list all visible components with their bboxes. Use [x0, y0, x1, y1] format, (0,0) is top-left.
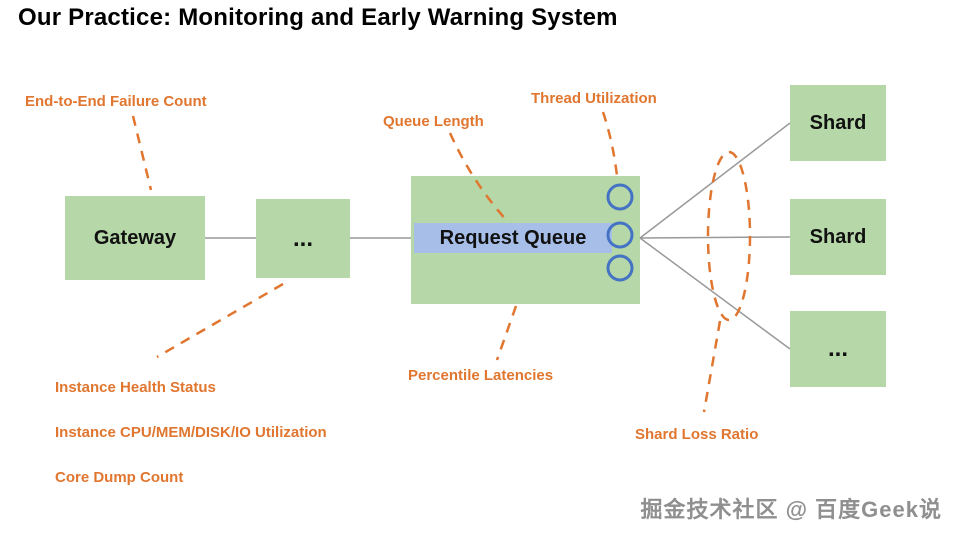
node-shard-bottom-label: ...	[827, 335, 848, 362]
node-shard-top-label: Shard	[809, 111, 867, 134]
watermark-text: 掘金技术社区 @ 百度Geek说	[640, 497, 942, 522]
annotation-instance-cpu-mem: Instance CPU/MEM/DISK/IO Utilization	[55, 424, 327, 441]
annotation-queue-length: Queue Length	[383, 113, 484, 130]
annotation-percentile-latencies: Percentile Latencies	[408, 367, 554, 384]
annotation-core-dump: Core Dump Count	[55, 469, 184, 486]
leader-thread-utilization	[601, 111, 619, 177]
leader-percentile	[495, 305, 518, 361]
node-request-queue-label: Request Queue	[439, 226, 587, 249]
annotation-shard-loss-ratio: Shard Loss Ratio	[635, 426, 759, 443]
node-gateway-label: Gateway	[93, 226, 177, 249]
annotation-end-to-end-failure: End-to-End Failure Count	[25, 93, 207, 110]
node-shard-middle: Shard	[790, 199, 886, 275]
edge-queue-shard-middle	[639, 236, 791, 239]
edge-queue-shard-bottom	[639, 237, 791, 350]
node-middle-ellipsis: ...	[256, 199, 350, 278]
node-request-queue: Request Queue	[411, 176, 640, 304]
node-shard-top: Shard	[790, 85, 886, 161]
leader-shard-loss	[702, 320, 722, 413]
node-gateway: Gateway	[65, 196, 205, 280]
edge-queue-shard-top	[639, 122, 791, 239]
node-middle-label: ...	[292, 224, 313, 252]
leader-end-to-end	[131, 115, 153, 191]
annotation-thread-utilization: Thread Utilization	[531, 90, 657, 107]
page-title: Our Practice: Monitoring and Early Warni…	[18, 4, 618, 31]
annotation-instance-health: Instance Health Status	[55, 379, 216, 396]
node-shard-middle-label: Shard	[809, 225, 867, 248]
node-shard-bottom: ...	[790, 311, 886, 387]
request-queue-highlight: Request Queue	[414, 223, 612, 253]
leader-instance-metrics	[156, 282, 284, 359]
shard-loss-ellipse	[706, 150, 752, 322]
